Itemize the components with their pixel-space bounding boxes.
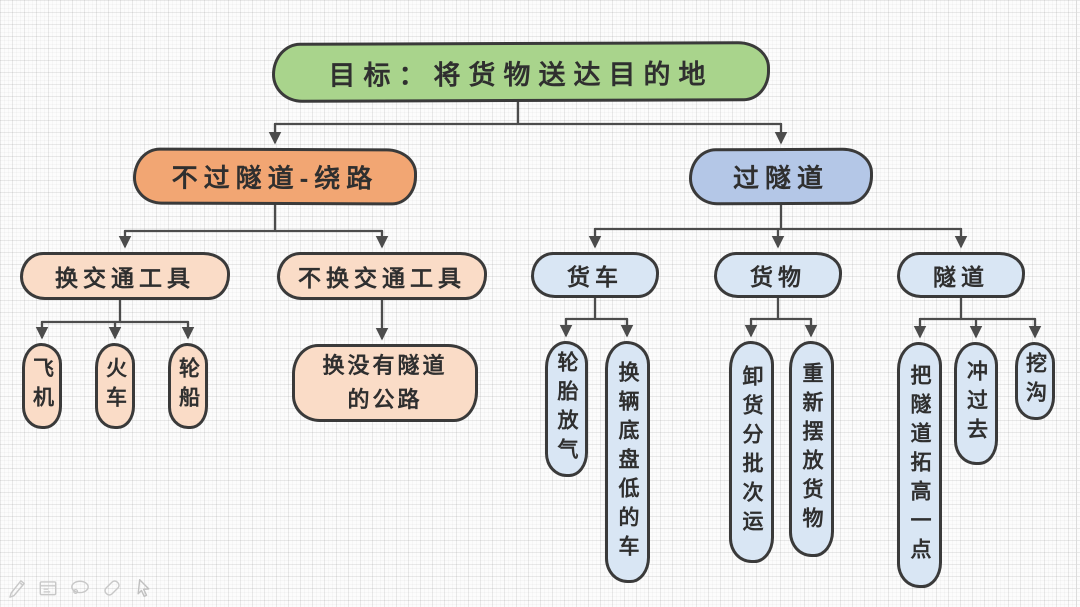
node-ship[interactable]: 轮船 [168,343,208,429]
node-airplane[interactable]: 飞机 [22,343,62,429]
lasso-icon[interactable] [68,577,92,599]
node-train[interactable]: 火车 [95,343,135,429]
node-rearrange-cargo[interactable]: 重新摆放货物 [789,341,834,557]
node-label: 轮船 [176,357,200,415]
node-road-without-tunnel[interactable]: 换没有隧道 的公路 [292,344,478,422]
pen-icon[interactable] [6,577,28,599]
node-deflate-tires[interactable]: 轮胎放气 [545,341,588,477]
eraser-icon[interactable] [101,577,123,599]
drawing-toolbar [6,577,154,599]
node-raise-tunnel[interactable]: 把隧道拓高一点 [897,342,942,588]
node-lower-chassis-truck[interactable]: 换辆底盘低的车 [605,341,650,583]
node-rush-through[interactable]: 冲过去 [954,342,998,465]
node-dig-trench[interactable]: 挖沟 [1015,342,1055,420]
node-label: 飞机 [30,357,54,415]
node-label: 卸货分批次运 [740,365,763,539]
node-label: 换辆底盘低的车 [616,360,639,564]
node-label: 轮胎放气 [555,351,578,467]
node-change-transport[interactable]: 换交通工具 [20,252,230,300]
cursor-icon[interactable] [132,577,154,599]
node-label: 重新摆放货物 [800,362,823,536]
node-no-tunnel-detour[interactable]: 不过隧道-绕路 [132,147,418,206]
node-cargo[interactable]: 货物 [714,252,842,298]
node-unload-in-batches[interactable]: 卸货分批次运 [729,341,774,563]
node-label: 火车 [103,357,127,415]
node-keep-transport[interactable]: 不换交通工具 [277,252,487,300]
node-truck[interactable]: 货车 [531,252,659,298]
node-label: 冲过去 [964,360,988,447]
canvas-edge-line [1076,0,1077,607]
node-label: 把隧道拓高一点 [908,363,931,567]
node-label: 挖沟 [1023,352,1047,410]
board-icon[interactable] [37,577,59,599]
node-goal[interactable]: 目标：将货物送达目的地 [271,41,771,103]
node-tunnel[interactable]: 隧道 [897,252,1025,298]
node-through-tunnel[interactable]: 过隧道 [688,147,874,206]
